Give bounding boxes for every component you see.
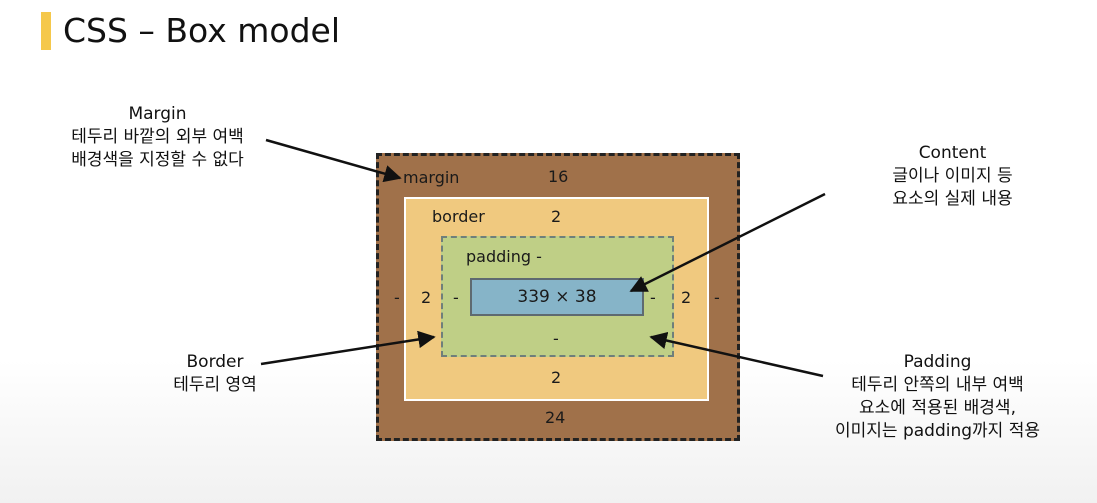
content-arrow (629, 192, 826, 293)
margin-bottom-value: 24 (545, 408, 566, 427)
content-callout-title: Content (918, 143, 987, 163)
slide-title: CSS – Box model (63, 11, 341, 50)
padding-left-value: - (453, 288, 459, 307)
border-callout: Border 테두리 영역 (160, 351, 270, 397)
padding-bottom-value: - (553, 329, 559, 348)
border-left-value: 2 (421, 288, 432, 307)
content-callout-line-1: 글이나 이미지 등 (892, 166, 1013, 186)
margin-label: margin (403, 168, 460, 187)
border-right-value: 2 (681, 288, 692, 307)
margin-callout-line-2: 배경색을 지정할 수 없다 (71, 150, 244, 170)
margin-left-value: - (394, 288, 400, 307)
padding-callout-line-2: 요소에 적용된 배경색, (859, 398, 1016, 418)
border-label: border (432, 207, 485, 226)
padding-callout: Padding 테두리 안쪽의 내부 여백 요소에 적용된 배경색, 이미지는 … (805, 351, 1070, 443)
padding-callout-title: Padding (903, 352, 972, 372)
margin-callout: Margin 테두리 바깥의 외부 여백 배경색을 지정할 수 없다 (50, 103, 265, 172)
border-top-value: 2 (551, 207, 562, 226)
content-size-value: 339 × 38 (517, 287, 597, 307)
padding-right-value: - (650, 288, 656, 307)
content-box (470, 278, 644, 316)
content-callout-line-2: 요소의 실제 내용 (892, 189, 1013, 209)
content-callout: Content 글이나 이미지 등 요소의 실제 내용 (850, 142, 1055, 211)
border-arrow (260, 330, 436, 366)
margin-callout-line-1: 테두리 바깥의 외부 여백 (71, 127, 244, 147)
border-bottom-value: 2 (551, 368, 562, 387)
margin-right-value: - (714, 288, 720, 307)
border-callout-line-1: 테두리 영역 (173, 375, 257, 395)
padding-callout-line-3: 이미지는 padding까지 적용 (834, 421, 1040, 441)
title-accent-bar (41, 12, 51, 50)
padding-label: padding - (466, 247, 542, 266)
padding-arrow (649, 331, 824, 378)
margin-callout-title: Margin (128, 104, 187, 124)
margin-top-value: 16 (548, 167, 569, 186)
padding-callout-line-1: 테두리 안쪽의 내부 여백 (851, 375, 1024, 395)
border-callout-title: Border (186, 352, 244, 372)
margin-arrow (265, 138, 402, 183)
